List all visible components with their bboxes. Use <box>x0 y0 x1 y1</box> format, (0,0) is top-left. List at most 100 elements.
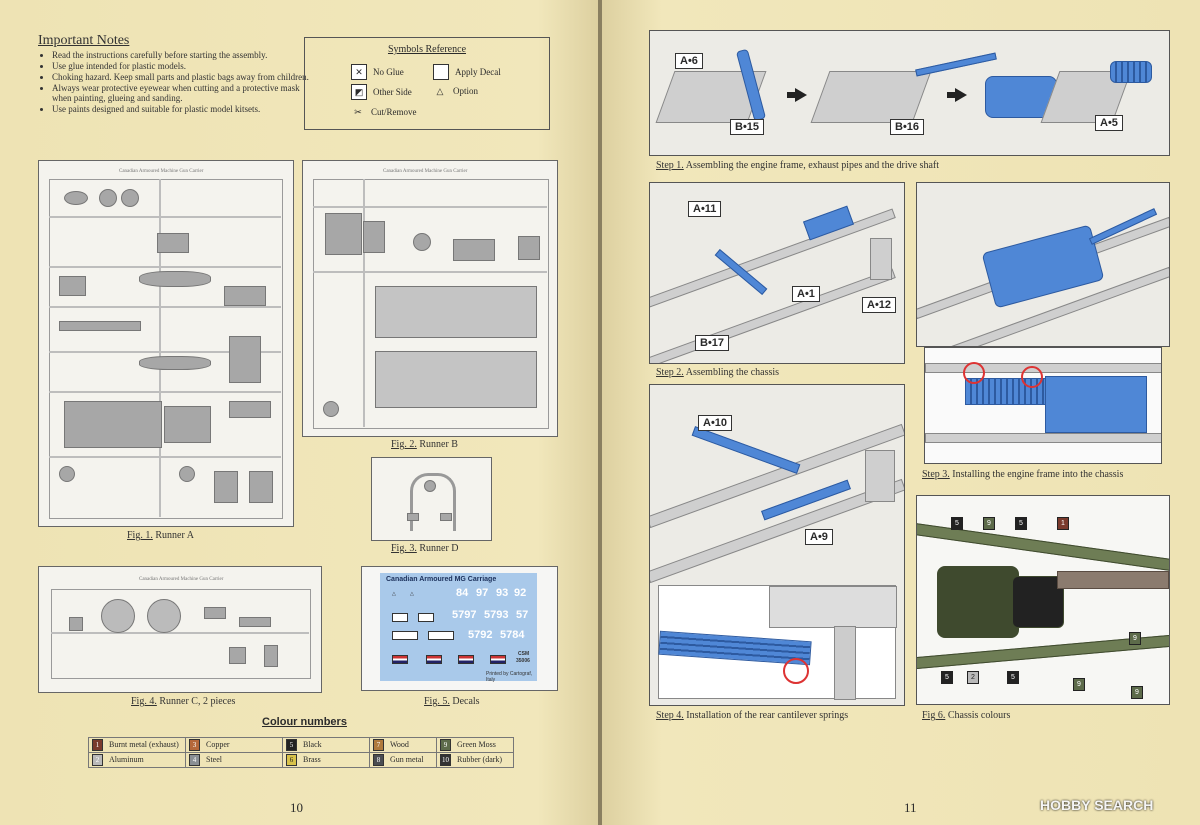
cut-icon: ✂ <box>354 107 362 117</box>
colour-tag: 9 <box>1073 678 1085 691</box>
decal-title: Canadian Armoured MG Carriage <box>386 576 497 583</box>
part-label: A•11 <box>688 201 722 217</box>
no-glue-icon: ✕ <box>351 64 367 80</box>
important-notes-title: Important Notes <box>38 33 130 48</box>
runner-c-label: Canadian Armoured Machine Gun Carrier <box>139 577 224 582</box>
watermark-logo: HOBBY SEARCH <box>1040 797 1154 813</box>
decal-number: 57 <box>516 609 529 621</box>
symbol-cut-remove: ✂ Cut/Remove <box>351 105 416 119</box>
part-label: A•5 <box>1095 115 1123 131</box>
highlight-circle-icon <box>783 658 809 684</box>
runner-a-label: Canadian Armoured Machine Gun Carrier <box>119 169 204 174</box>
symbol-apply-decal: Apply Decal <box>433 64 501 80</box>
colour-numbers-title: Colour numbers <box>262 716 347 728</box>
step3-figure-top <box>916 182 1170 347</box>
fig6-caption: Fig 6. Chassis colours <box>922 710 1011 721</box>
step4-caption: Step 4. Installation of the rear cantile… <box>656 710 849 721</box>
decal-number: 5793 <box>484 609 509 621</box>
note-item: Read the instructions carefully before s… <box>52 50 312 60</box>
symbol-no-glue: ✕ No Glue <box>351 64 404 80</box>
runner-d-figure <box>371 457 492 541</box>
part-label: A•9 <box>805 529 833 545</box>
runner-a-figure: Canadian Armoured Machine Gun Carrier <box>38 160 294 527</box>
decal-icon <box>433 64 449 80</box>
highlight-circle-icon <box>1021 366 1043 388</box>
part-label: B•15 <box>730 119 765 135</box>
step4-detail <box>658 585 897 700</box>
part-label: B•16 <box>890 119 925 135</box>
fig4-caption: Fig. 4. Runner C, 2 pieces <box>131 696 236 707</box>
step4-figure: A•10 A•9 <box>649 384 905 706</box>
fig3-caption: Fig. 3. Runner D <box>391 543 459 554</box>
symbols-reference-box: Symbols Reference ✕ No Glue Apply Decal … <box>304 37 550 130</box>
arrow-icon <box>947 88 967 102</box>
important-notes-list: Read the instructions carefully before s… <box>40 50 312 115</box>
note-item: Always wear protective eyewear when cutt… <box>52 83 312 103</box>
part-label: A•12 <box>862 297 897 313</box>
decal-number: 5784 <box>500 629 525 641</box>
highlight-circle-icon <box>963 362 985 384</box>
colour-tag: 9 <box>983 517 995 530</box>
page-number-left: 10 <box>290 800 303 815</box>
fig1-caption: Fig. 1. Runner A <box>127 530 194 541</box>
decal-number: 5792 <box>468 629 493 641</box>
colour-tag: 2 <box>967 671 979 684</box>
step3-figure-detail <box>924 347 1162 464</box>
decal-sheet: Canadian Armoured MG Carriage △ △ 84 97 … <box>380 573 537 683</box>
colour-tag: 9 <box>1129 632 1141 645</box>
colour-tag: 5 <box>1015 517 1027 530</box>
decal-number: 93 <box>496 587 509 599</box>
arrow-icon <box>787 88 807 102</box>
step1-caption: Step 1. Assembling the engine frame, exh… <box>656 160 939 171</box>
decal-number: 5797 <box>452 609 477 621</box>
colour-tag: 5 <box>941 671 953 684</box>
runner-b-figure: Canadian Armoured Machine Gun Carrier <box>302 160 558 437</box>
symbol-other-side: ◩ Other Side <box>351 84 412 100</box>
right-page: A•6 B•15 B•16 A•5 Step 1. Assembling the… <box>602 0 1200 825</box>
decal-number: 92 <box>514 587 527 599</box>
sprue-frame <box>51 589 311 679</box>
runner-b-label: Canadian Armoured Machine Gun Carrier <box>383 169 468 174</box>
book-gutter <box>598 0 602 825</box>
fig2-caption: Fig. 2. Runner B <box>391 439 458 450</box>
part-label: A•10 <box>698 415 733 431</box>
step2-figure: A•11 A•1 A•12 B•17 <box>649 182 905 364</box>
runner-c-figure: Canadian Armoured Machine Gun Carrier <box>38 566 322 693</box>
fig5-caption: Fig. 5. Decals <box>424 696 480 707</box>
left-page: Important Notes Read the instructions ca… <box>0 0 598 825</box>
symbols-title: Symbols Reference <box>387 44 467 55</box>
decal-number: 84 <box>456 587 469 599</box>
colour-tag: 5 <box>1007 671 1019 684</box>
note-item: Choking hazard. Keep small parts and pla… <box>52 72 312 82</box>
part-label: A•6 <box>675 53 703 69</box>
symbol-option: △ Option <box>433 84 478 98</box>
sprue-frame <box>313 179 549 429</box>
colour-tag: 5 <box>951 517 963 530</box>
note-item: Use glue intended for plastic models. <box>52 61 312 71</box>
step3-caption: Step 3. Installing the engine frame into… <box>922 469 1124 480</box>
part-label: B•17 <box>695 335 730 351</box>
page-number-right: 11 <box>904 800 917 815</box>
other-side-icon: ◩ <box>351 84 367 100</box>
fig6-figure: 5 9 5 1 9 5 2 5 9 9 <box>916 495 1170 705</box>
decal-number: 97 <box>476 587 489 599</box>
note-item: Use paints designed and suitable for pla… <box>52 104 312 114</box>
option-icon: △ <box>436 86 444 96</box>
step1-figure: A•6 B•15 B•16 A•5 <box>649 30 1170 156</box>
part-label: A•1 <box>792 286 820 302</box>
sprue-frame <box>49 179 283 519</box>
colour-tag: 1 <box>1057 517 1069 530</box>
